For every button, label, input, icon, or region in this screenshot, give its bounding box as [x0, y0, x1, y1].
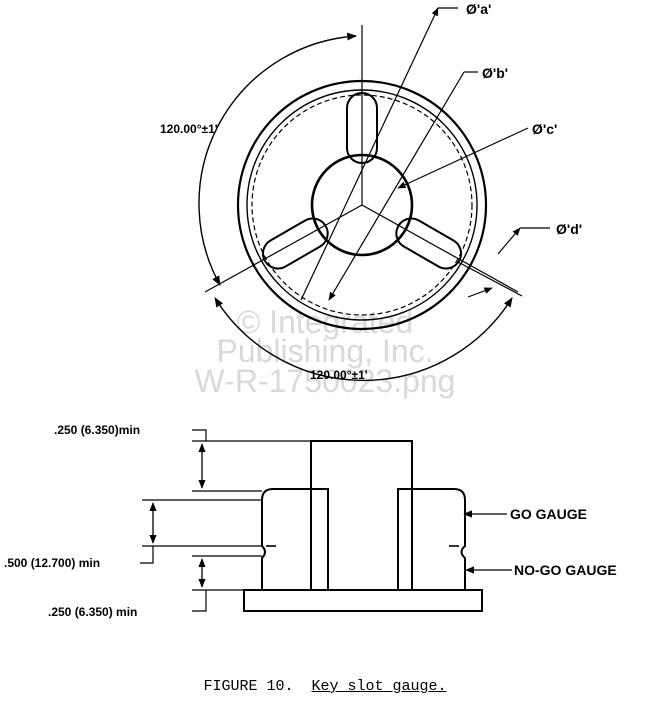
label-dim-mid: .500 (12.700) min: [4, 556, 100, 570]
watermark-line-3: W-R-1750023.png: [195, 363, 456, 399]
leader-dia-a: [300, 7, 439, 301]
label-angle-lower: 120.00°±1': [310, 368, 368, 382]
label-go-gauge: GO GAUGE: [510, 506, 587, 522]
angle-arc-upper: [198, 32, 357, 286]
label-dia-d: Ø'd': [556, 221, 582, 237]
leader-dia-c: [397, 127, 529, 189]
side-view: [140, 429, 512, 612]
label-dia-a: Ø'a': [466, 1, 491, 17]
label-angle-upper: 120.00°±1': [160, 122, 218, 136]
caption-prefix: FIGURE 10.: [203, 678, 294, 695]
label-dim-top: .250 (6.350)min: [54, 423, 140, 437]
slot-width-extension: [457, 261, 523, 297]
label-nogo-gauge: NO-GO GAUGE: [514, 562, 617, 578]
caption-title: Key slot gauge.: [311, 678, 447, 695]
label-dim-bottom: .250 (6.350) min: [48, 605, 137, 619]
watermark-line-2: Publishing, Inc.: [216, 333, 433, 369]
label-dia-c: Ø'c': [532, 121, 557, 137]
centerline-right: [361, 204, 519, 293]
leader-dia-b: [328, 71, 465, 301]
top-view: [198, 7, 550, 382]
angle-arc-lower: [214, 297, 513, 382]
leader-dia-d: [497, 227, 521, 255]
watermark: © Integrated Publishing, Inc. W-R-175002…: [195, 304, 456, 399]
watermark-line-1: © Integrated: [237, 304, 414, 340]
figure-caption: FIGURE 10. Key slot gauge.: [0, 678, 650, 695]
label-dia-b: Ø'b': [482, 65, 508, 81]
gauge-body-left: [261, 488, 329, 590]
gauge-base: [243, 589, 483, 612]
slot-width-arrow: [467, 287, 493, 298]
key-slot-right: [395, 217, 463, 270]
gauge-body-right: [397, 488, 466, 590]
center-post: [310, 440, 413, 591]
key-slot-left: [261, 217, 329, 270]
